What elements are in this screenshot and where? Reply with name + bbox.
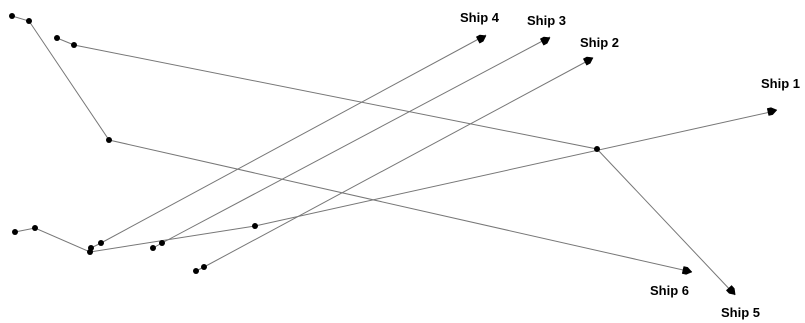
ship-1-waypoint bbox=[252, 223, 258, 229]
ship-2-waypoint bbox=[201, 264, 207, 270]
ship-3-marker[interactable] bbox=[540, 35, 551, 46]
ship-5-track-group: Ship 5 bbox=[54, 35, 760, 320]
ship-2-label: Ship 2 bbox=[580, 35, 619, 50]
ship-4-waypoint bbox=[88, 245, 94, 251]
ship-2-track-group: Ship 2 bbox=[193, 35, 619, 274]
ship-1-waypoint bbox=[12, 229, 18, 235]
ship-4-waypoint bbox=[98, 240, 104, 246]
ship-1-track bbox=[14, 110, 776, 253]
ship-6-label: Ship 6 bbox=[650, 283, 689, 298]
ship-4-track bbox=[90, 34, 487, 249]
ship-5-waypoint bbox=[594, 146, 600, 152]
ship-2-waypoint bbox=[193, 268, 199, 274]
ship-3-label: Ship 3 bbox=[527, 13, 566, 28]
ship-4-marker[interactable] bbox=[476, 33, 487, 44]
ship-1-waypoint bbox=[32, 225, 38, 231]
ship-3-track bbox=[152, 36, 551, 249]
ship-4-label: Ship 4 bbox=[460, 10, 500, 25]
ship-6-waypoint bbox=[9, 13, 15, 19]
ship-6-track bbox=[11, 15, 693, 273]
ship-5-waypoint bbox=[71, 42, 77, 48]
ship-5-marker[interactable] bbox=[726, 285, 737, 297]
ship-5-track bbox=[56, 37, 736, 296]
ship-6-waypoint bbox=[26, 18, 32, 24]
ship-6-marker[interactable] bbox=[681, 266, 693, 276]
ship-6-track-group: Ship 6 bbox=[9, 13, 693, 298]
ship-6-waypoint bbox=[106, 137, 112, 143]
ship-3-waypoint bbox=[150, 245, 156, 251]
ship-5-label: Ship 5 bbox=[721, 305, 760, 320]
ship-1-marker[interactable] bbox=[766, 107, 778, 116]
ship-3-track-group: Ship 3 bbox=[150, 13, 566, 251]
ship-2-marker[interactable] bbox=[583, 55, 594, 66]
ship-1-label: Ship 1 bbox=[761, 76, 800, 91]
ship-3-waypoint bbox=[159, 240, 165, 246]
ship-5-waypoint bbox=[54, 35, 60, 41]
ship-4-track-group: Ship 4 bbox=[88, 10, 500, 251]
ship-1-track-group: Ship 1 bbox=[12, 76, 800, 255]
